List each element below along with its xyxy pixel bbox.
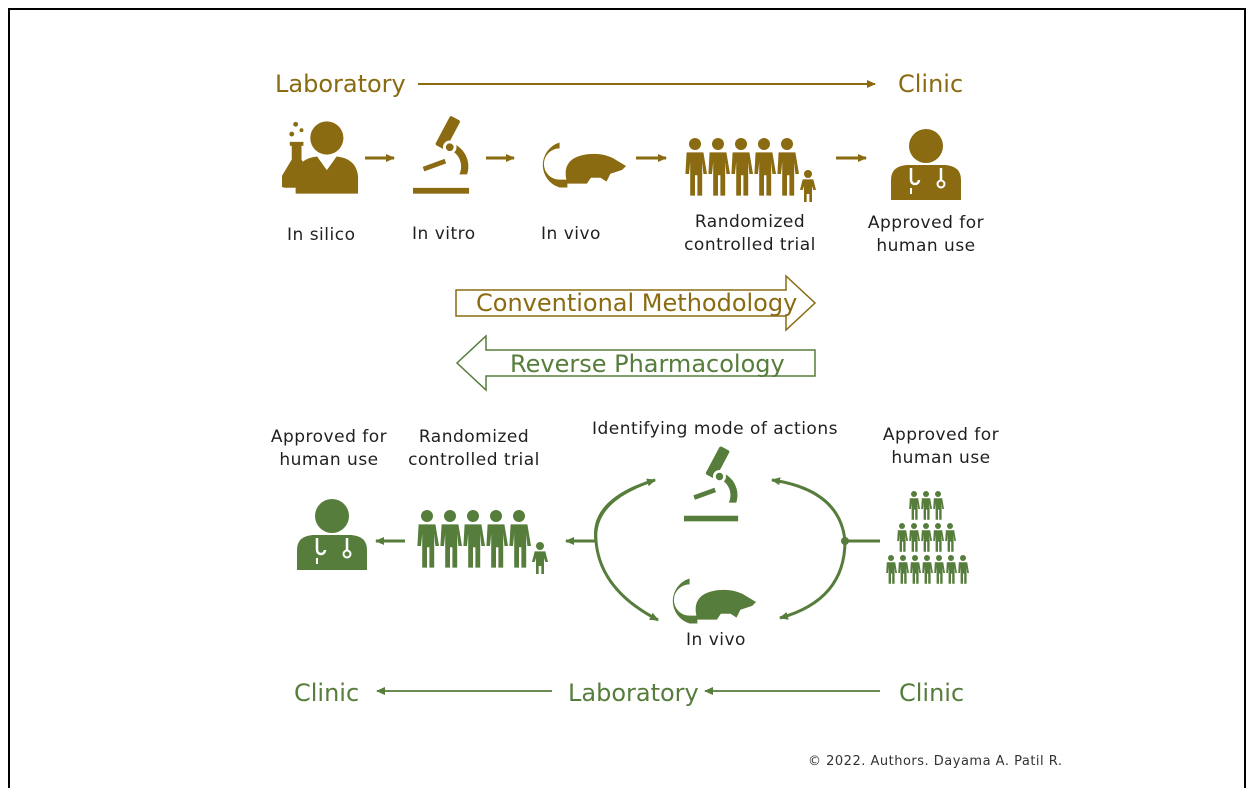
rat-icon [542,142,627,188]
conventional-block-arrow [455,274,817,332]
cycle-arc-left-start [594,478,656,542]
doctor-icon [297,498,367,570]
people-group-icon [685,138,816,202]
in-silico-label: In silico [287,225,356,245]
rct-label-line1: Randomized [694,212,806,232]
rat-icon [672,578,757,624]
bottom-rct-line1: Randomized [418,427,530,447]
cycle-arc-right-lower [779,540,847,620]
reverse-block-arrow [455,334,816,392]
reverse-pharmacology-label: Reverse Pharmacology [510,350,785,378]
in-vitro-label: In vitro [412,224,476,244]
microscope-icon [413,115,470,194]
bottom-rct-label: Randomized controlled trial [406,426,542,472]
bottom-approved-line2: human use [279,449,379,470]
bottom-laboratory-label: Laboratory [568,679,699,707]
bottom-right-approved-label: Approved for human use [881,424,1001,470]
microscope-icon [684,445,739,522]
bottom-clinic-right-label: Clinic [899,679,965,707]
crowd-pyramid-icon [886,491,969,584]
scientist-icon [282,121,359,194]
bottom-approved-label: Approved for human use [268,426,390,472]
moa-label: Identifying mode of actions [592,419,838,439]
cycle-arc-left [593,478,659,622]
copyright-text: © 2022. Authors. Dayama A. Patil R. [808,754,1063,769]
approved-label-line1: Approved for [867,213,985,233]
in-vivo-label: In vivo [541,224,601,244]
bottom-right-approved-line2: human use [891,447,991,468]
conventional-methodology-label: Conventional Methodology [476,289,798,317]
top-clinic-label: Clinic [898,70,964,98]
bottom-in-vivo-label: In vivo [686,630,746,650]
approved-label: Approved for human use [866,212,986,258]
bottom-right-approved-line1: Approved for [882,425,1000,445]
rct-label: Randomized controlled trial [684,211,816,257]
doctor-icon [891,128,961,200]
slide-frame [8,8,1246,788]
approved-label-line2: human use [876,235,976,256]
bottom-rct-line2: controlled trial [408,449,540,470]
bottom-clinic-left-label: Clinic [294,679,360,707]
bottom-approved-line1: Approved for [270,427,388,447]
rct-label-line2: controlled trial [684,234,816,255]
top-laboratory-label: Laboratory [275,70,406,98]
cycle-arc-right [771,477,847,542]
people-group-icon [417,510,548,574]
